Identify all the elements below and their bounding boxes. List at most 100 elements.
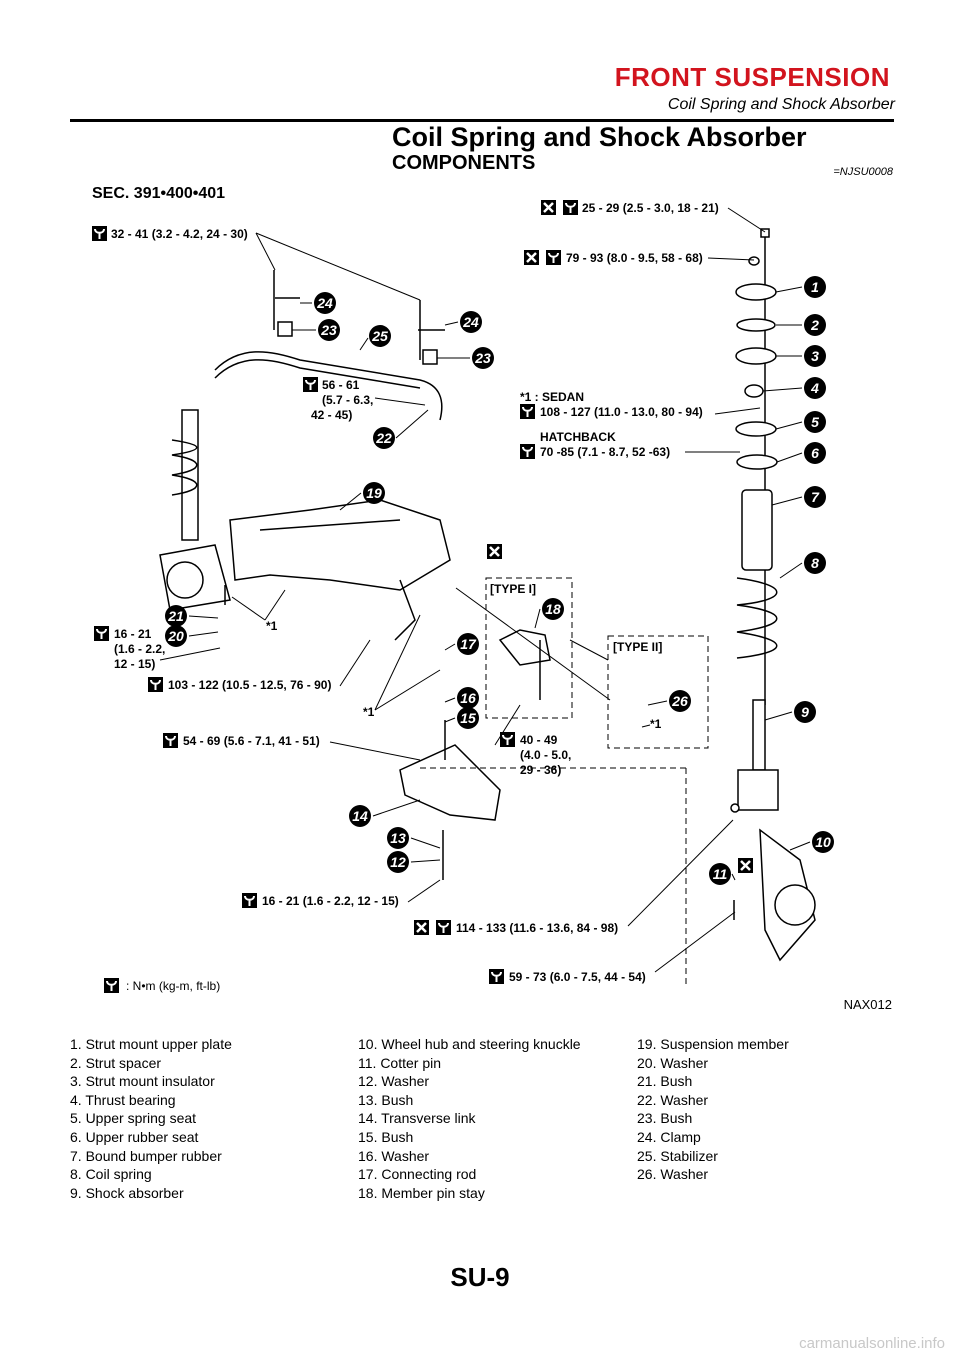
legend-item: 6. Upper rubber seat xyxy=(70,1128,199,1145)
torque-icon xyxy=(93,625,110,642)
callout-18: 18 xyxy=(534,598,564,629)
figure-id: NAX012 xyxy=(843,997,892,1012)
torque-icon xyxy=(162,732,179,749)
legend-item: 11. Cotter pin xyxy=(358,1054,442,1071)
svg-text:3: 3 xyxy=(811,348,819,364)
legend-item: 26. Washer xyxy=(637,1166,709,1183)
legend-item: 10. Wheel hub and steering knuckle xyxy=(358,1036,581,1052)
svg-text:23: 23 xyxy=(320,322,337,338)
svg-text:20: 20 xyxy=(167,628,184,644)
torque-spec: 114 - 133 (11.6 - 13.6, 84 - 98) xyxy=(456,921,618,935)
callout-7: 7 xyxy=(771,486,826,508)
callout-1: 1 xyxy=(775,276,826,298)
legend-item: 15. Bush xyxy=(358,1128,414,1145)
svg-text:14: 14 xyxy=(352,808,368,824)
svg-text:12: 12 xyxy=(390,854,406,870)
svg-text:1: 1 xyxy=(811,279,819,295)
replace-icon xyxy=(485,542,504,561)
callout-11: 11 xyxy=(709,863,736,885)
torque-icon xyxy=(147,676,164,693)
callout-2: 2 xyxy=(776,314,826,336)
torque-icon xyxy=(302,376,319,393)
torque-icon xyxy=(519,443,536,460)
legend-column-3: 19. Suspension member 20. Washer 21. Bus… xyxy=(637,1035,789,1184)
svg-text:24: 24 xyxy=(316,295,333,311)
torque-spec: (4.0 - 5.0, xyxy=(520,748,571,762)
svg-text:10: 10 xyxy=(815,834,831,850)
torque-icon xyxy=(91,225,108,242)
torque-spec: 29 - 36) xyxy=(520,763,561,777)
torque-spec: 16 - 21 xyxy=(114,627,152,641)
legend-item: 20. Washer xyxy=(637,1054,709,1071)
torque-icon xyxy=(488,968,505,985)
legend-item: 24. Clamp xyxy=(637,1128,701,1145)
callout-3: 3 xyxy=(776,345,826,367)
callout-4: 4 xyxy=(762,377,826,399)
torque-icon xyxy=(519,403,536,420)
legend-item: 23. Bush xyxy=(637,1110,693,1127)
legend-item: 19. Suspension member xyxy=(637,1036,789,1052)
torque-spec: 108 - 127 (11.0 - 13.0, 80 - 94) xyxy=(540,405,703,419)
strut-assembly xyxy=(730,228,816,962)
callout-20: 20 xyxy=(165,625,219,647)
callout-10: 10 xyxy=(789,831,834,853)
torque-spec: 16 - 21 (1.6 - 2.2, 12 - 15) xyxy=(262,894,399,908)
torque-spec: 59 - 73 (6.0 - 7.5, 44 - 54) xyxy=(509,970,646,984)
callout-12: 12 xyxy=(387,851,441,873)
callouts: 1 2 3 4 5 6 7 8 9 10 11 12 13 14 15 16 1… xyxy=(165,276,834,885)
replace-icon xyxy=(522,248,541,267)
svg-text:22: 22 xyxy=(375,430,392,446)
torque-spec: (5.7 - 6.3, xyxy=(322,393,373,407)
torque-icon xyxy=(435,919,452,936)
legend-item: 14. Transverse link xyxy=(358,1110,476,1127)
svg-text:23: 23 xyxy=(474,350,491,366)
torque-icon xyxy=(545,249,562,266)
legend-column-2: 10. Wheel hub and steering knuckle 11. C… xyxy=(358,1035,581,1202)
svg-text:5: 5 xyxy=(811,414,819,430)
svg-text:24: 24 xyxy=(462,314,479,330)
replace-icon xyxy=(412,918,431,937)
svg-text:13: 13 xyxy=(390,830,406,846)
watermark: carmanualsonline.info xyxy=(799,1335,945,1352)
svg-text:7: 7 xyxy=(811,489,820,505)
callout-21: 21 xyxy=(165,605,219,627)
header-rule xyxy=(70,119,894,122)
legend-item: 17. Connecting rod xyxy=(358,1166,477,1183)
callout-24b: 24 xyxy=(444,311,482,333)
callout-15: 15 xyxy=(444,707,479,729)
svg-text:19: 19 xyxy=(366,485,382,501)
note-star1: *1 xyxy=(363,705,375,719)
reference-code: =NJSU0008 xyxy=(833,166,893,178)
svg-text:26: 26 xyxy=(671,693,688,709)
legend-item: 12. Washer xyxy=(358,1073,430,1090)
svg-text:4: 4 xyxy=(810,380,819,396)
torque-spec: (1.6 - 2.2, xyxy=(114,642,165,656)
torque-spec: 70 -85 (7.1 - 8.7, 52 -63) xyxy=(540,445,670,459)
callout-19: 19 xyxy=(339,482,385,511)
legend-item: 18. Member pin stay xyxy=(358,1184,485,1201)
legend-item: 8. Coil spring xyxy=(70,1166,152,1183)
torque-spec: 12 - 15) xyxy=(114,657,155,671)
torque-spec: 56 - 61 xyxy=(322,378,360,392)
type-2-label: [TYPE II] xyxy=(613,640,662,654)
replace-icon xyxy=(539,198,558,217)
callout-24: 24 xyxy=(300,292,336,314)
sedan-note: *1 : SEDAN xyxy=(520,390,584,404)
legend-item: 9. Shock absorber xyxy=(70,1184,184,1201)
torque-icon xyxy=(103,977,120,994)
callout-23: 23 xyxy=(292,319,340,341)
legend-item: 4. Thrust bearing xyxy=(70,1091,176,1108)
torque-icon xyxy=(562,199,579,216)
type-1-label: [TYPE I] xyxy=(490,582,536,596)
legend-item: 2. Strut spacer xyxy=(70,1054,162,1071)
torque-spec: 40 - 49 xyxy=(520,733,558,747)
left-strut xyxy=(159,409,231,611)
svg-text:18: 18 xyxy=(545,601,561,617)
callout-14: 14 xyxy=(349,799,421,827)
callout-8: 8 xyxy=(779,552,826,579)
section-code: SEC. 391•400•401 xyxy=(92,185,225,202)
legend-item: 1. Strut mount upper plate xyxy=(70,1036,232,1052)
torque-spec: 103 - 122 (10.5 - 12.5, 76 - 90) xyxy=(168,678,331,692)
callout-22: 22 xyxy=(373,409,429,449)
